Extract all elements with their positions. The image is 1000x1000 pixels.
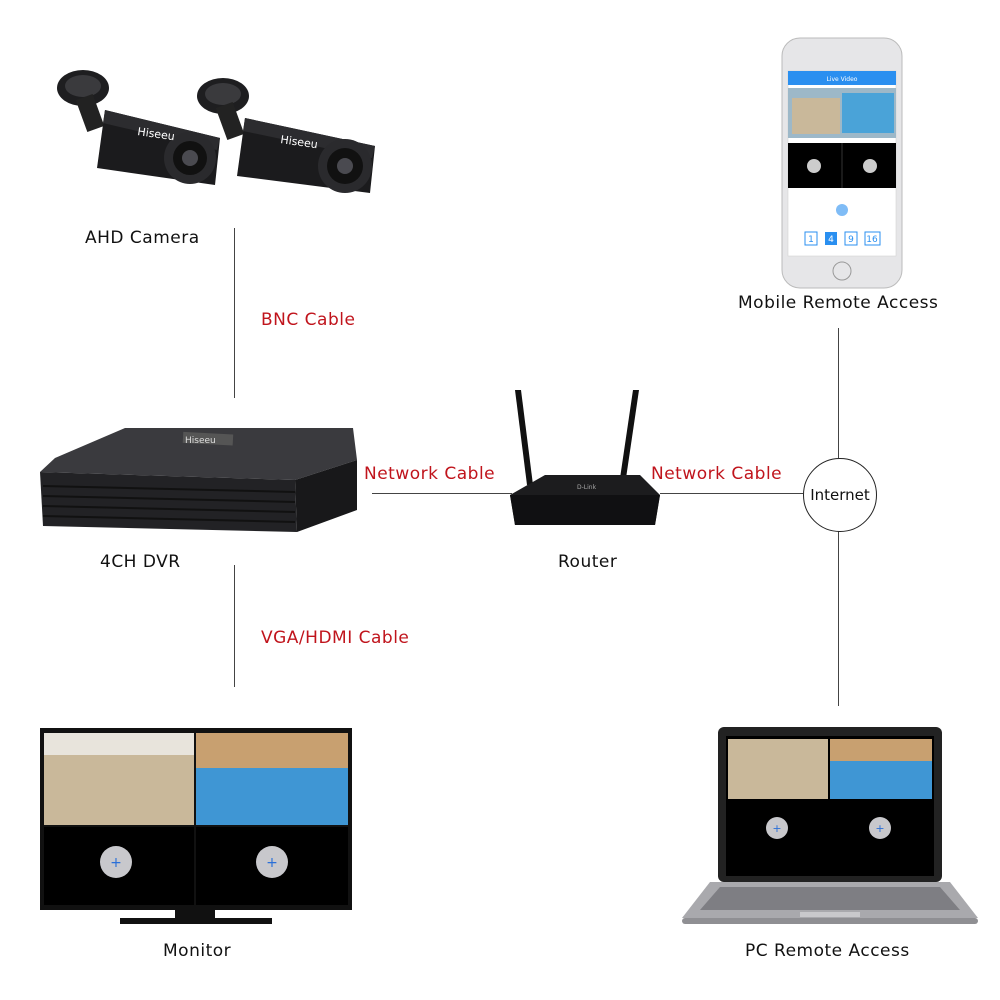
network-cable-right-label: Network Cable bbox=[651, 464, 783, 484]
mobile-internet-line bbox=[838, 328, 839, 458]
laptop-image: + + bbox=[682, 727, 978, 924]
dvr-brand-text: Hiseeu bbox=[185, 436, 216, 446]
mobile-label: Mobile Remote Access bbox=[738, 293, 939, 313]
bnc-cable-label: BNC Cable bbox=[261, 310, 356, 330]
layout-button-16: 16 bbox=[866, 235, 878, 245]
dvr-label: 4CH DVR bbox=[100, 552, 181, 572]
router-image: D-Link bbox=[510, 390, 660, 525]
vga-hdmi-cable-line bbox=[234, 565, 235, 687]
vga-hdmi-cable-label: VGA/HDMI Cable bbox=[261, 628, 410, 648]
mobile-phone-image: Live Video 1 4 9 16 bbox=[781, 37, 903, 289]
internet-label: Internet bbox=[810, 486, 870, 504]
dvr-image: Hiseeu bbox=[40, 428, 357, 532]
svg-text:+: + bbox=[266, 855, 278, 871]
layout-button-4: 4 bbox=[828, 235, 834, 245]
svg-text:+: + bbox=[772, 822, 781, 835]
layout-button-1: 1 bbox=[808, 235, 814, 245]
svg-text:+: + bbox=[875, 822, 884, 835]
internet-pc-line bbox=[838, 531, 839, 706]
monitor-image: + + bbox=[40, 728, 352, 924]
svg-text:Hiseeu: Hiseeu bbox=[280, 133, 319, 151]
ahd-camera-label: AHD Camera bbox=[85, 228, 200, 248]
router-label: Router bbox=[558, 552, 618, 572]
internet-node: Internet bbox=[803, 458, 877, 532]
camera-left: Hiseeu bbox=[57, 70, 220, 185]
ahd-camera-image: Hiseeu Hiseeu bbox=[57, 70, 375, 193]
network-cable-left-label: Network Cable bbox=[364, 464, 496, 484]
pc-label: PC Remote Access bbox=[745, 941, 910, 961]
monitor-label: Monitor bbox=[163, 941, 232, 961]
svg-text:D-Link: D-Link bbox=[577, 484, 597, 491]
network-cable-line-right bbox=[660, 493, 803, 494]
camera-right: Hiseeu bbox=[197, 78, 375, 193]
svg-text:Hiseeu: Hiseeu bbox=[137, 125, 176, 143]
bnc-cable-line bbox=[234, 228, 235, 398]
svg-text:+: + bbox=[110, 855, 122, 871]
network-cable-line-left bbox=[372, 493, 512, 494]
phone-screen-title: Live Video bbox=[827, 76, 858, 83]
layout-button-9: 9 bbox=[848, 235, 854, 245]
